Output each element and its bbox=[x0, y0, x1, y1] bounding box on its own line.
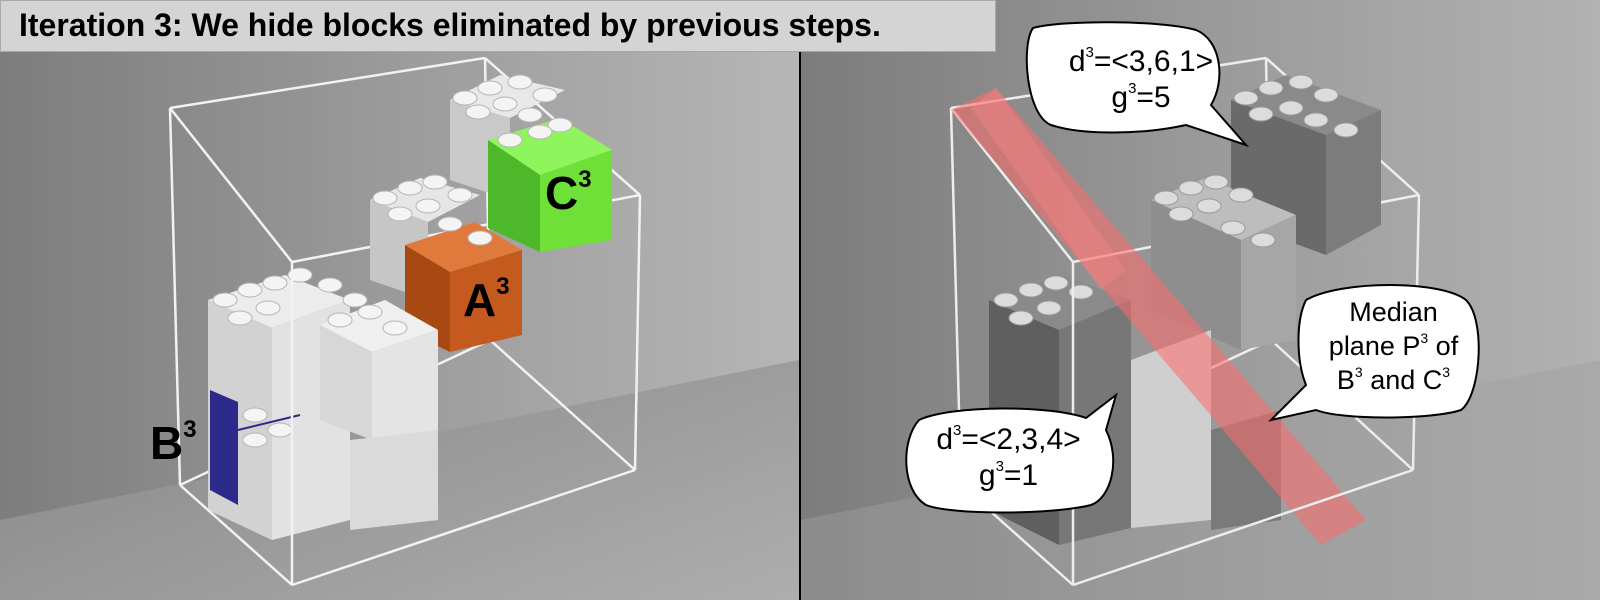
bubble-top-g-superscript: 3 bbox=[1128, 80, 1137, 97]
label-b3-superscript: 3 bbox=[183, 416, 197, 443]
bubble-top-g-prefix: g bbox=[1111, 81, 1129, 114]
label-c3: C3 bbox=[545, 167, 592, 219]
label-c3-superscript: 3 bbox=[578, 166, 592, 193]
bubble-bottom-g-prefix: g bbox=[978, 459, 996, 492]
bubble-top-d-prefix: d bbox=[1068, 45, 1086, 78]
bubble-bottom-d-line: d3=<2,3,4> bbox=[911, 422, 1106, 458]
right-scene-illustration bbox=[801, 0, 1600, 600]
bubble-bottom-d-prefix: d bbox=[936, 423, 954, 456]
bubble-median-line3: B3 and C3 bbox=[1306, 364, 1481, 398]
label-a3: A3 bbox=[463, 274, 510, 326]
panel-divider bbox=[799, 0, 801, 600]
bubble-median-line3-a: B bbox=[1336, 364, 1355, 395]
left-scene-panel: C3 A3 B3 bbox=[0, 0, 799, 600]
bubble-bottom-d-superscript: 3 bbox=[953, 422, 962, 439]
bubble-median-line1: Median bbox=[1349, 297, 1438, 327]
bubble-top-d-superscript: 3 bbox=[1085, 44, 1094, 61]
bubble-median-line3-b: and C bbox=[1362, 364, 1443, 395]
right-scene-panel: d3=<3,6,1> g3=5 Median plane P3 of B3 an… bbox=[801, 0, 1600, 600]
label-a3-letter: A bbox=[463, 274, 497, 326]
title-banner: Iteration 3: We hide blocks eliminated b… bbox=[0, 0, 996, 52]
left-scene-illustration bbox=[0, 0, 799, 600]
bubble-top-g-value: =5 bbox=[1136, 81, 1171, 114]
bubble-bottom-text: d3=<2,3,4> g3=1 bbox=[911, 422, 1106, 494]
bubble-bottom-shape bbox=[905, 392, 1118, 514]
bubble-median-line2-superscript: 3 bbox=[1420, 329, 1429, 346]
label-b3: B3 bbox=[150, 417, 197, 469]
bubble-top-shape bbox=[1025, 21, 1250, 148]
median-plane bbox=[951, 88, 1366, 545]
label-b3-letter: B bbox=[150, 417, 184, 469]
bubble-bottom-g-value: =1 bbox=[1003, 459, 1039, 492]
bubble-median-line2-b: of bbox=[1428, 330, 1459, 361]
bubble-top-d-value: =<3,6,1> bbox=[1093, 45, 1214, 78]
page-title: Iteration 3: We hide blocks eliminated b… bbox=[19, 7, 881, 43]
bubble-top-text: d3=<3,6,1> g3=5 bbox=[1041, 44, 1241, 116]
bubble-bottom-d-value: =<2,3,4> bbox=[961, 423, 1081, 456]
bubble-median-line2-a: plane P bbox=[1328, 330, 1421, 361]
bubble-top-d-line: d3=<3,6,1> bbox=[1041, 44, 1241, 80]
label-a3-superscript: 3 bbox=[496, 273, 510, 300]
bubble-median-line2: plane P3 of bbox=[1306, 330, 1481, 364]
bubble-top-g-line: g3=5 bbox=[1041, 80, 1241, 116]
label-c3-letter: C bbox=[545, 167, 579, 219]
bubble-bottom-g-line: g3=1 bbox=[911, 458, 1106, 494]
bubble-median-line3-superscript-2: 3 bbox=[1442, 363, 1451, 380]
bubble-median-line3-superscript: 3 bbox=[1354, 363, 1363, 380]
bubble-median-text: Median plane P3 of B3 and C3 bbox=[1306, 296, 1481, 397]
bubble-median-shape bbox=[1267, 284, 1480, 422]
bubble-bottom-g-superscript: 3 bbox=[995, 458, 1004, 475]
